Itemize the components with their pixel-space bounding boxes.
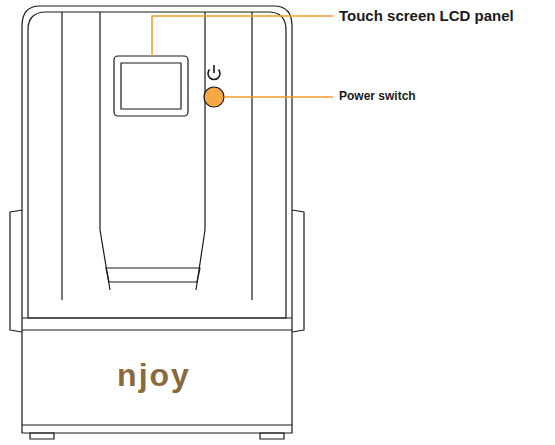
ups-body [22, 6, 292, 425]
section-line [22, 329, 292, 330]
power-button [204, 87, 224, 107]
leader-line [224, 96, 333, 98]
lcd-bezel [114, 56, 188, 116]
base [22, 425, 292, 433]
part-label: Power switch [339, 90, 416, 103]
front-line [196, 12, 205, 290]
front-line [100, 12, 110, 290]
handle-slot [106, 268, 200, 282]
leader-line [152, 16, 333, 56]
side-ledge [10, 210, 22, 332]
foot [260, 433, 284, 439]
brand-logo: njoy [117, 358, 191, 393]
power-symbol [213, 65, 215, 73]
section-line [22, 317, 292, 318]
part-label: Touch screen LCD panel [339, 8, 514, 25]
front-line [61, 12, 62, 300]
foot [30, 433, 54, 439]
lcd-screen [121, 63, 181, 109]
front-panel [28, 12, 286, 318]
front-line [251, 12, 252, 300]
side-ledge [292, 210, 304, 332]
